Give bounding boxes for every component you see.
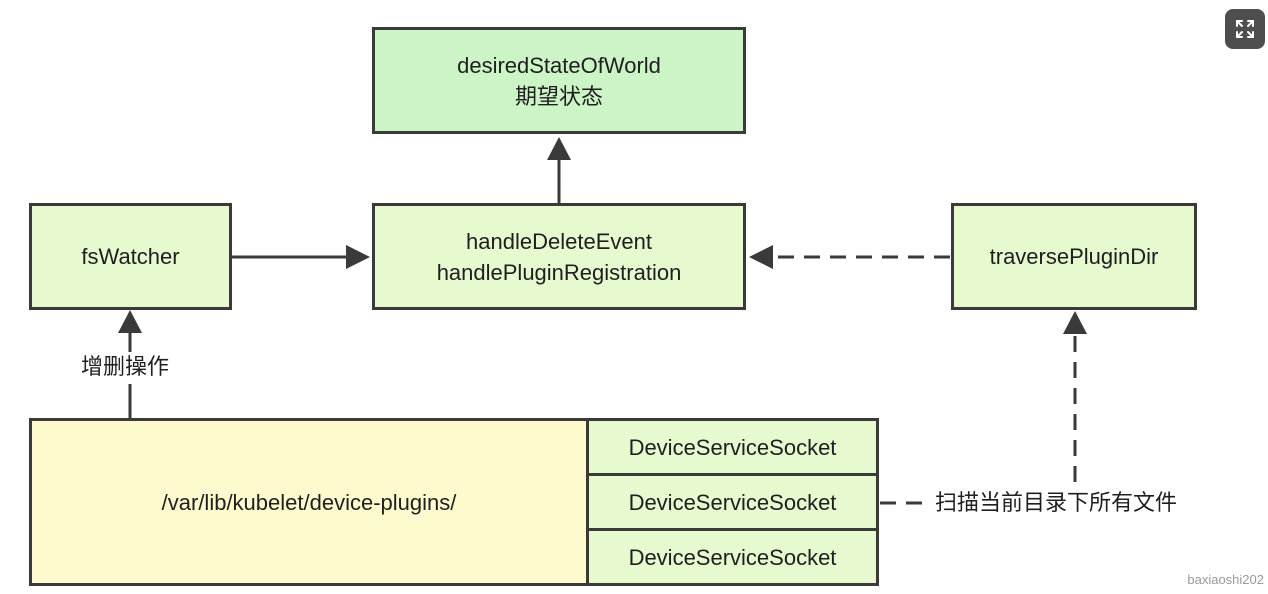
watermark: baxiaoshi202 [1187,572,1264,587]
desired-state-node: desiredStateOfWorld 期望状态 [372,27,746,134]
fswatcher-label: fsWatcher [81,244,180,269]
arrowhead-traverse [1063,311,1087,334]
socket-label: DeviceServiceSocket [628,434,837,460]
expand-icon [1236,20,1254,38]
expand-button[interactable] [1225,9,1265,49]
socket-node-2: DeviceServiceSocket [586,473,879,531]
traverse-plugin-dir-label: traversePluginDir [989,244,1159,269]
socket-node-1: DeviceServiceSocket [586,418,879,476]
socket-label: DeviceServiceSocket [628,489,837,515]
handle-delete-event-label: handleDeleteEvent [466,228,652,254]
plugin-directory-node: /var/lib/kubelet/device-plugins/ [29,418,589,586]
arrowhead-handlers-right [749,245,773,269]
plugin-directory-label: /var/lib/kubelet/device-plugins/ [161,489,457,515]
desired-state-subtitle: 期望状态 [514,83,603,109]
scan-files-edge-label: 扫描当前目录下所有文件 [935,489,1178,517]
desired-state-title: desiredStateOfWorld [457,52,661,78]
add-delete-edge-label: 增删操作 [81,353,170,381]
arrowhead-desired-state [547,137,571,160]
socket-node-3: DeviceServiceSocket [586,528,879,586]
arrowhead-handlers-left [346,245,370,269]
arrowhead-fswatcher [118,310,142,333]
traverse-plugin-dir-node: traversePluginDir [951,203,1197,310]
fswatcher-node: fsWatcher [29,203,232,310]
handle-plugin-registration-label: handlePluginRegistration [436,259,682,285]
handlers-node: handleDeleteEvent handlePluginRegistrati… [372,203,746,310]
socket-label: DeviceServiceSocket [628,544,837,570]
